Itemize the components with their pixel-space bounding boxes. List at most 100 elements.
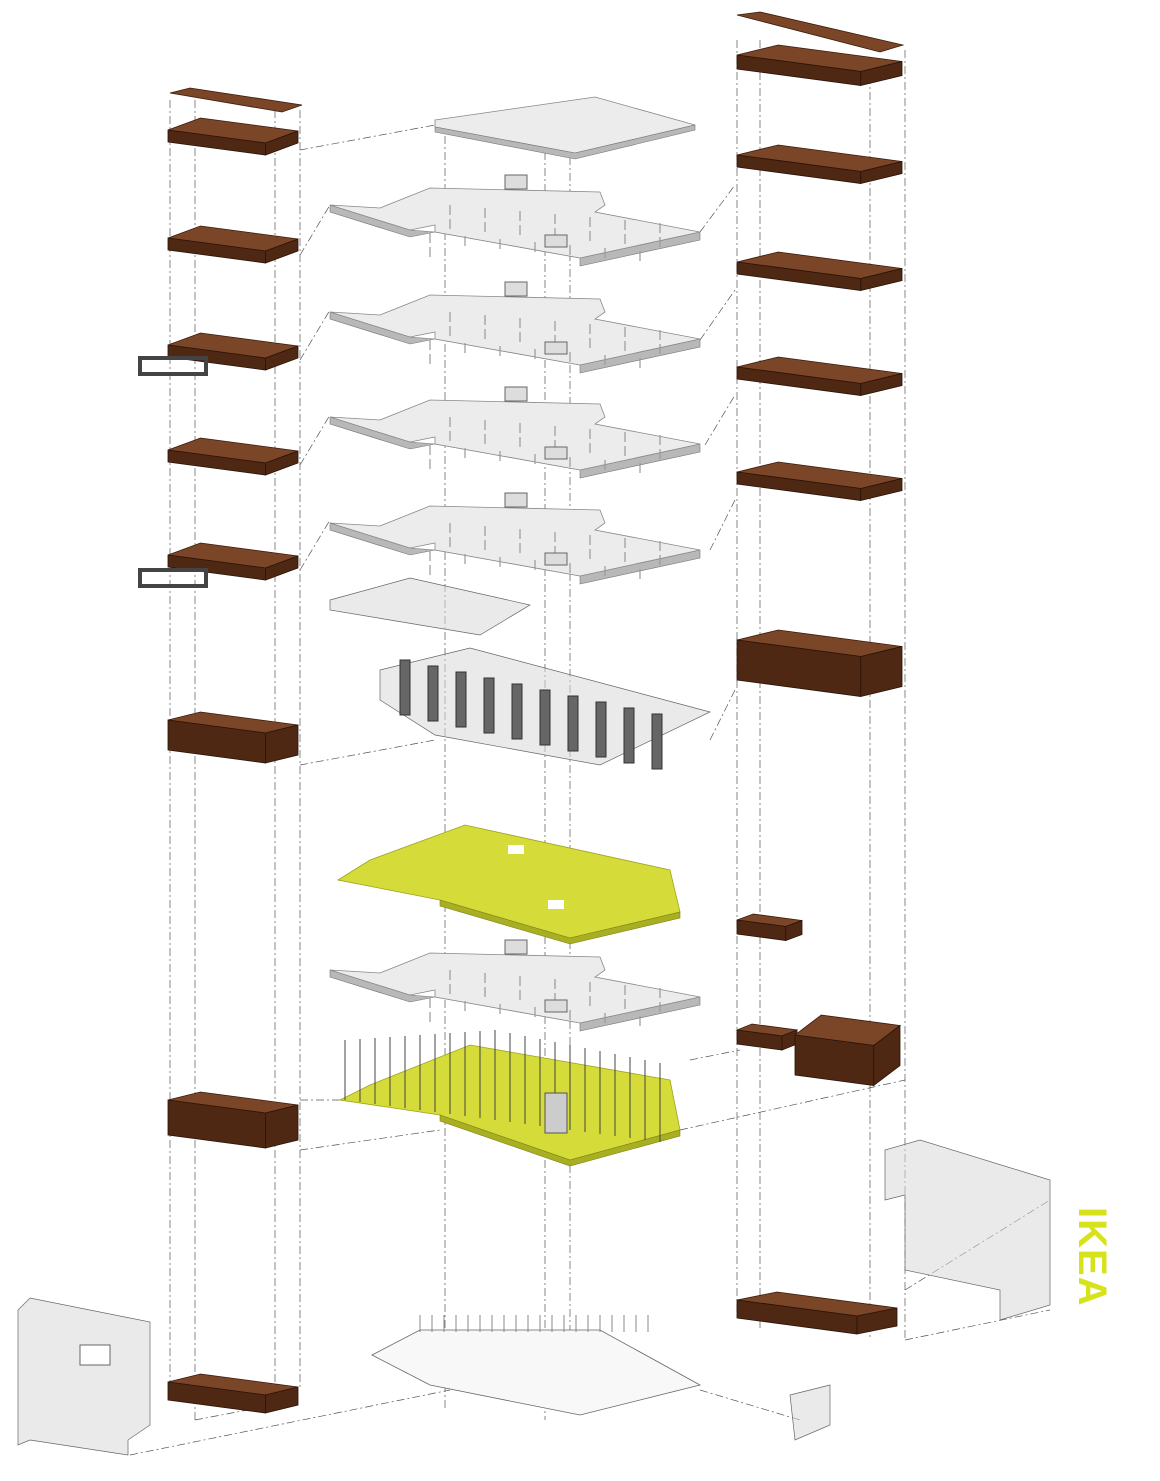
- block-side-face: [265, 345, 299, 371]
- diagonal-guide-line: [704, 394, 736, 446]
- window-frame: [138, 568, 208, 588]
- left-facade-segment: [167, 332, 299, 371]
- block-side-face: [856, 1307, 898, 1335]
- right-facade-segment: [736, 461, 903, 502]
- slab-top: [329, 294, 701, 366]
- mezzanine-slab: [329, 939, 701, 1032]
- core-box: [504, 174, 528, 190]
- floor-slab: [329, 386, 701, 479]
- basement-outline: [371, 1329, 702, 1416]
- storage-rack: [623, 707, 635, 764]
- ikea-logo: IKEA: [1070, 1205, 1120, 1325]
- diagonal-guide-line: [129, 1389, 451, 1456]
- right-concrete-facade: [884, 1139, 1051, 1321]
- diagonal-guide-line: [299, 1129, 441, 1151]
- right-facade-segment: [736, 44, 903, 87]
- block-side-face: [860, 645, 903, 698]
- left-facade-segment: [167, 542, 299, 581]
- facade-panels: [17, 1139, 1051, 1456]
- interior-partitions: [329, 577, 531, 636]
- diagonal-guide-line: [299, 309, 331, 361]
- diagonal-guide-line: [299, 519, 331, 571]
- facade-opening: [79, 1344, 111, 1366]
- right-facade-segment: [793, 1014, 902, 1087]
- storage-rack: [483, 677, 495, 734]
- right-facade-column: [735, 11, 905, 1335]
- core-box: [544, 446, 568, 460]
- diagonal-guide-line: [299, 414, 331, 466]
- small-facade-panel: [789, 1384, 831, 1441]
- right-facade-segment: [736, 251, 903, 292]
- slab-top: [329, 952, 701, 1024]
- ground-floor: [338, 1030, 681, 1167]
- diagonal-guide-line: [299, 124, 436, 151]
- core-box: [544, 234, 568, 248]
- storage-rack: [455, 671, 467, 728]
- core-box: [544, 341, 568, 355]
- core-box: [504, 492, 528, 508]
- roof-slab-edge: [434, 124, 696, 160]
- block-side-face: [265, 1386, 299, 1414]
- slab-top: [329, 399, 701, 471]
- core-box: [504, 939, 528, 955]
- floor-slab: [329, 281, 701, 374]
- roof-plate: [169, 87, 303, 113]
- right-facade-segment: [736, 356, 903, 397]
- right-facade-segment: [736, 1291, 898, 1335]
- block-side-face: [265, 238, 299, 264]
- diagonal-guide-line: [709, 689, 736, 741]
- window-frame: [138, 356, 208, 376]
- block-side-face: [873, 1024, 901, 1087]
- storage-rack: [539, 689, 551, 746]
- right-facade-segment: [735, 1023, 799, 1051]
- diagonal-guide-line: [299, 204, 331, 256]
- roof-slab: [434, 96, 696, 154]
- ground-floor-edge: [439, 1114, 681, 1167]
- diagonal-guide-line: [699, 184, 736, 233]
- left-facade-segment: [167, 437, 299, 476]
- basement-level: [371, 1315, 702, 1416]
- block-side-face: [785, 919, 803, 942]
- right-facade-segment: [736, 913, 803, 942]
- floor-slab: [329, 492, 701, 585]
- right-facade-segment: [736, 629, 903, 698]
- upper-floor-slab: [329, 174, 701, 267]
- core-box: [544, 1092, 568, 1134]
- diagonal-guide-line: [904, 1309, 1051, 1341]
- left-facade-segment: [167, 711, 299, 764]
- center-floor-stack: [329, 96, 712, 1416]
- left-concrete-facade: [17, 1297, 151, 1456]
- block-side-face: [265, 1104, 299, 1149]
- block-side-face: [860, 372, 903, 397]
- diagonal-guide-line: [699, 1389, 801, 1421]
- core-box: [544, 999, 568, 1013]
- core-box: [504, 386, 528, 402]
- block-side-face: [860, 267, 903, 292]
- block-side-face: [265, 724, 299, 764]
- roof-plate: [736, 11, 905, 53]
- storage-rack: [399, 659, 411, 716]
- slab-opening: [508, 845, 524, 854]
- block-side-face: [265, 450, 299, 476]
- block-side-face: [265, 130, 299, 156]
- block-side-face: [860, 60, 903, 87]
- left-facade-segment: [167, 1091, 299, 1149]
- diagonal-guide-line: [709, 499, 736, 551]
- storage-rack: [595, 701, 607, 758]
- storage-rack: [567, 695, 579, 752]
- storage-rack: [427, 665, 439, 722]
- diagonal-guide-line: [679, 1079, 906, 1131]
- block-side-face: [265, 555, 299, 581]
- slab-top: [329, 187, 701, 259]
- storage-rack: [511, 683, 523, 740]
- left-facade-segment: [167, 117, 299, 156]
- left-facade-segment: [167, 225, 299, 264]
- block-side-face: [860, 160, 903, 185]
- core-box: [504, 281, 528, 297]
- yellow-slab-edge: [439, 899, 681, 945]
- diagonal-guide-line: [689, 1049, 741, 1061]
- diagonal-guide-line: [299, 739, 436, 766]
- right-facade-segment: [736, 144, 903, 185]
